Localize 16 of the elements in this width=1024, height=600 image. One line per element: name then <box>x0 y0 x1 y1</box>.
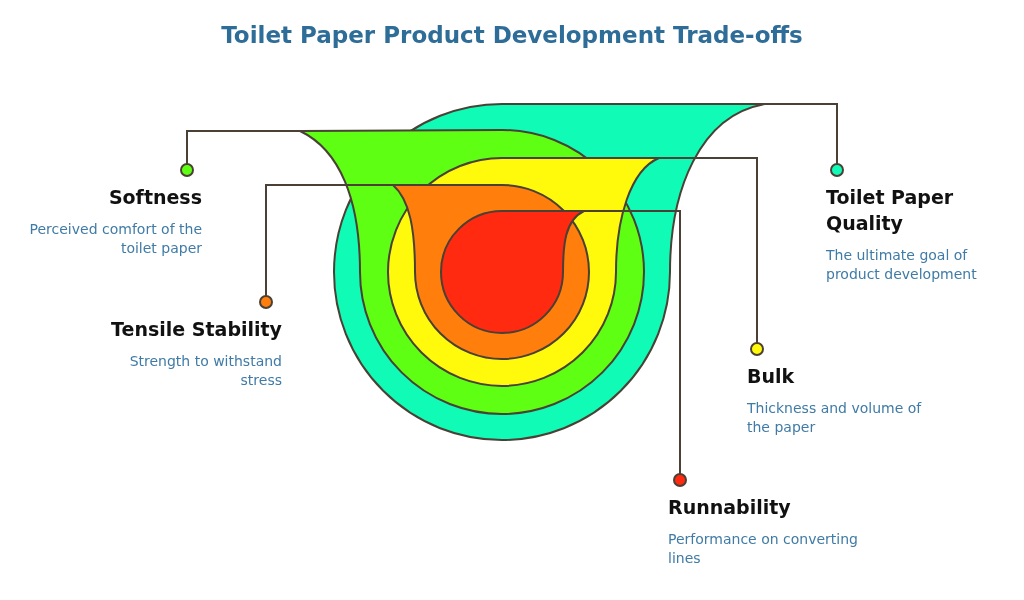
description-text: The ultimate goal of product development <box>826 246 978 284</box>
leader-line <box>764 103 844 177</box>
description-text: Thickness and volume of the paper <box>747 399 923 437</box>
heading-text: Runnability <box>668 495 792 520</box>
heading-text: Toilet Paper Quality <box>826 185 955 236</box>
description-text: Perceived comfort of the toilet paper <box>28 220 202 258</box>
description-text: Performance on converting lines <box>668 530 858 568</box>
heading-text: Bulk <box>747 364 796 389</box>
leader-line <box>180 130 301 177</box>
leader-line <box>583 210 687 487</box>
heading-text: Softness <box>107 185 202 210</box>
heading-text: Tensile Stability <box>110 317 282 342</box>
description-text: Strength to withstand stress <box>128 352 282 390</box>
leader-line <box>658 157 764 356</box>
diagram-title: Toilet Paper Product Development Trade-offs <box>220 22 804 48</box>
leader-line <box>259 184 394 309</box>
